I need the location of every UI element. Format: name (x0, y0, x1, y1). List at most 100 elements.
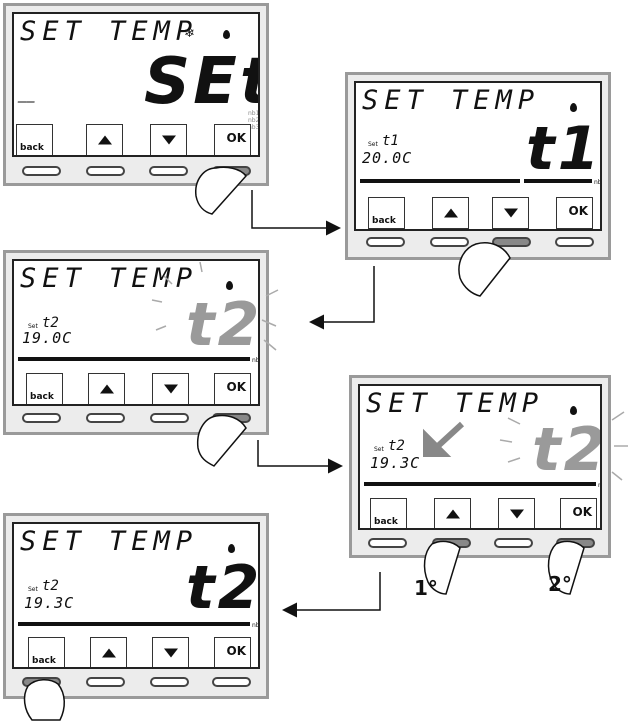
set-prefix: Set (374, 446, 384, 453)
down-arrow-icon (509, 509, 524, 519)
lcd-display: SET TEMP Set t2 19.0C t2 nb2 back OK (12, 259, 260, 406)
screen-title: SET TEMP (20, 16, 199, 47)
time-bar (364, 482, 596, 486)
set-prefix: Set (368, 141, 378, 148)
flow-arrow-1 (251, 190, 341, 236)
slot-label: t1 (382, 133, 399, 149)
key-2[interactable] (86, 677, 125, 687)
ok-button[interactable]: OK (214, 124, 251, 155)
key-1[interactable] (366, 237, 405, 247)
slot-temperature: 19.0C (22, 329, 73, 347)
up-arrow-icon (101, 648, 116, 658)
program-label-1: nb1 (248, 110, 260, 117)
key-3[interactable] (149, 166, 188, 176)
flow-arrow-2 (309, 266, 375, 330)
down-button[interactable] (498, 498, 535, 528)
up-button[interactable] (432, 197, 469, 229)
ok-button[interactable]: OK (556, 197, 593, 229)
lcd-display: SET TEMP ❄ SEt —— nb1 nb2 nb3 back OK (12, 12, 260, 157)
key-4[interactable] (212, 677, 251, 687)
snowflake-icon: ❄ (184, 26, 195, 41)
flow-arrow-4 (282, 572, 381, 618)
ok-label: OK (568, 204, 589, 218)
key-3[interactable] (150, 413, 189, 423)
up-button[interactable] (90, 637, 127, 667)
up-button[interactable] (88, 373, 125, 404)
time-bar (18, 622, 250, 626)
key-3-pressed[interactable] (492, 237, 531, 247)
key-1[interactable] (368, 538, 407, 548)
flame-icon (226, 281, 233, 290)
up-arrow-icon (97, 135, 112, 145)
big-display-value-blinking: t2 (532, 415, 602, 485)
screen-title: SET TEMP (20, 526, 199, 557)
down-arrow-icon (163, 384, 178, 394)
back-label: back (32, 656, 56, 666)
key-1[interactable] (22, 166, 61, 176)
down-arrow-icon (161, 135, 176, 145)
press-order-first: 1° (414, 576, 438, 600)
key-2[interactable] (430, 237, 469, 247)
back-label: back (20, 143, 44, 153)
back-button[interactable]: back (370, 498, 407, 528)
finger-icon (23, 166, 585, 721)
back-label: back (372, 216, 396, 226)
screen-title: SET TEMP (366, 388, 545, 419)
ok-button[interactable]: OK (560, 498, 597, 528)
up-button[interactable] (86, 124, 123, 155)
bar-label: nb2 (252, 622, 260, 629)
time-bar (18, 357, 250, 361)
thermostat-panel-3: SET TEMP Set t2 19.0C t2 nb2 back OK (3, 250, 269, 435)
lcd-display: SET TEMP Set t2 19.3C t2 nb2 back OK (12, 522, 260, 669)
back-label: back (30, 392, 54, 402)
up-button[interactable] (434, 498, 471, 528)
dash-indicator: —— (18, 94, 35, 110)
big-display-value: SEt (144, 45, 258, 119)
slot-temperature: 19.3C (24, 594, 75, 612)
down-button[interactable] (150, 124, 187, 155)
key-3[interactable] (494, 538, 533, 548)
back-button[interactable]: back (16, 124, 53, 155)
up-arrow-icon (443, 208, 458, 218)
big-display-value-blinking: t2 (186, 290, 260, 360)
screen-title: SET TEMP (362, 85, 541, 116)
lcd-display: SET TEMP Set t2 19.3C t2 nb2 back OK (358, 384, 602, 530)
bar-label: nb1 (594, 179, 602, 186)
time-bar (360, 179, 520, 183)
big-display-value: t2 (186, 553, 260, 623)
back-button[interactable]: back (28, 637, 65, 667)
ok-label: OK (226, 380, 247, 394)
key-4[interactable] (555, 237, 594, 247)
bar-label: nb2 (598, 482, 602, 489)
ok-button[interactable]: OK (214, 637, 251, 667)
blink-rays-icon (151, 261, 279, 351)
flow-arrow-3 (257, 440, 343, 474)
ok-label: OK (226, 131, 247, 145)
key-2[interactable] (86, 166, 125, 176)
thermostat-panel-5: SET TEMP Set t2 19.3C t2 nb2 back OK (3, 513, 269, 699)
up-arrow-icon (445, 509, 460, 519)
blink-rays-icon (499, 411, 628, 481)
flame-icon (228, 544, 235, 553)
pointer-arrow-icon (423, 421, 465, 457)
back-button[interactable]: back (368, 197, 405, 229)
key-1[interactable] (22, 413, 61, 423)
slot-label: t2 (42, 578, 59, 594)
back-button[interactable]: back (26, 373, 63, 404)
key-3[interactable] (150, 677, 189, 687)
ok-label: OK (226, 644, 247, 658)
key-2[interactable] (86, 413, 125, 423)
lcd-display: SET TEMP Set t1 20.0C t1 nb1 back OK (354, 81, 602, 231)
flame-icon (223, 30, 230, 39)
ok-button[interactable]: OK (214, 373, 251, 404)
set-prefix: Set (28, 586, 38, 593)
down-button[interactable] (492, 197, 529, 229)
bar-label: nb2 (252, 357, 260, 364)
down-button[interactable] (152, 637, 189, 667)
flame-icon (570, 103, 577, 112)
down-arrow-icon (503, 208, 518, 218)
slot-label: t2 (42, 315, 59, 331)
down-arrow-icon (163, 648, 178, 658)
down-button[interactable] (152, 373, 189, 404)
